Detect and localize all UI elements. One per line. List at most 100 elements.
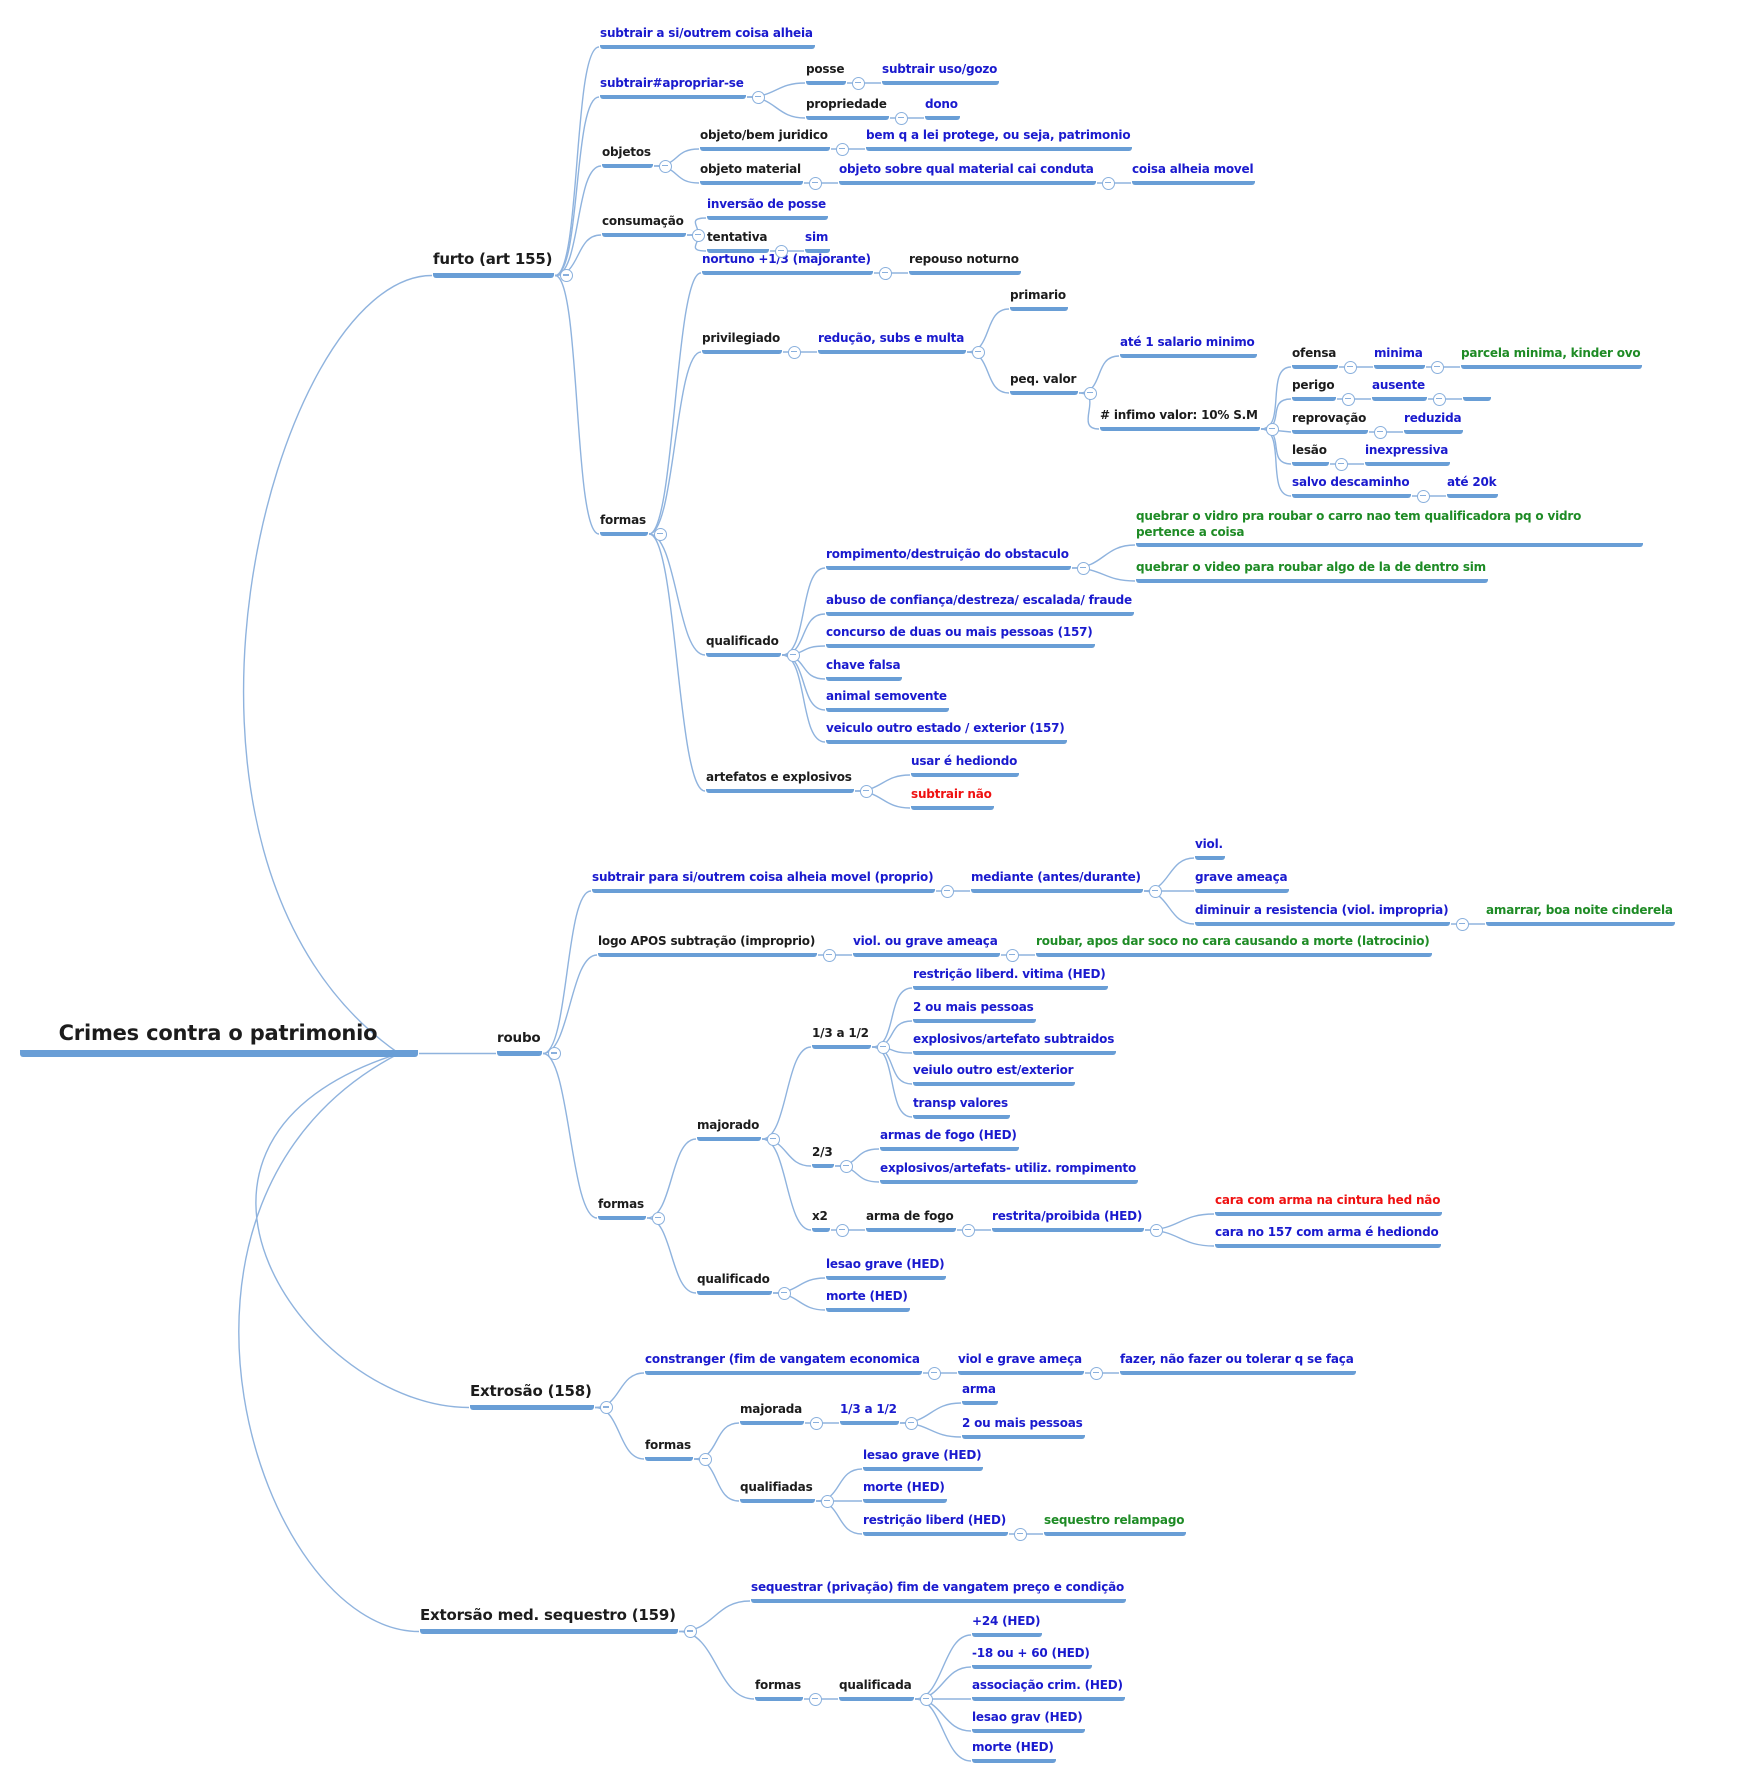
mindmap-node[interactable]: animal semovente [826,689,949,712]
mindmap-node[interactable]: sequestro relampago [1044,1513,1187,1536]
mindmap-node[interactable]: x2 [812,1209,830,1232]
mindmap-node[interactable]: morte (HED) [972,1740,1056,1763]
mindmap-node[interactable]: 1/3 a 1/2 [840,1402,899,1425]
collapse-icon[interactable] [809,176,822,190]
mindmap-node[interactable]: qualificada [839,1678,914,1701]
collapse-icon[interactable] [1006,948,1019,962]
mindmap-node[interactable]: roubo [497,1030,543,1056]
mindmap-node[interactable]: majorado [697,1118,762,1141]
mindmap-node[interactable]: objeto/bem juridico [700,128,830,151]
mindmap-node[interactable]: subtrair#apropriar-se [600,76,746,99]
mindmap-node[interactable]: viol. ou grave ameaça [853,934,1000,957]
mindmap-node[interactable]: diminuir a resistencia (viol. impropria) [1195,903,1451,926]
mindmap-node[interactable]: roubar, apos dar soco no cara causando a… [1036,934,1432,957]
mindmap-node[interactable]: explosivos/artefato subtraidos [913,1032,1117,1055]
mindmap-node[interactable]: morte (HED) [863,1480,947,1503]
collapse-icon[interactable] [1266,422,1279,436]
collapse-icon[interactable] [809,1692,822,1706]
mindmap-node[interactable]: até 20k [1447,475,1499,498]
collapse-icon[interactable] [600,1401,613,1414]
mindmap-node[interactable]: chave falsa [826,658,903,681]
mindmap-node[interactable]: cara no 157 com arma é hediondo [1215,1225,1441,1248]
mindmap-node[interactable]: restrição liberd (HED) [863,1513,1009,1536]
mindmap-node[interactable]: constranger (fim de vangatem economica [645,1352,922,1375]
collapse-icon[interactable] [852,76,865,90]
mindmap-node[interactable]: consumação [602,214,686,237]
mindmap-node[interactable]: transp valores [913,1096,1010,1119]
mindmap-node[interactable]: artefatos e explosivos [706,770,854,793]
mindmap-node[interactable]: peq. valor [1010,372,1079,395]
collapse-icon[interactable] [1456,917,1469,931]
mindmap-node[interactable]: qualificado [697,1272,772,1295]
collapse-icon[interactable] [775,244,788,258]
mindmap-node[interactable]: repouso noturno [909,252,1021,275]
mindmap-node[interactable]: ausente [1372,378,1427,401]
mindmap-node[interactable]: reprovação [1292,411,1369,434]
mindmap-node[interactable]: objeto sobre qual material cai conduta [839,162,1096,185]
mindmap-node[interactable]: mediante (antes/durante) [971,870,1143,893]
mindmap-node[interactable]: reduzida [1404,411,1464,434]
mindmap-node[interactable]: Extrosão (158) [470,1382,594,1410]
collapse-icon[interactable] [684,1625,697,1638]
collapse-icon[interactable] [810,1416,823,1430]
collapse-icon[interactable] [941,884,954,898]
mindmap-node[interactable]: coisa alheia movel [1132,162,1256,185]
mindmap-node[interactable]: subtrair não [911,787,994,810]
mindmap-node[interactable]: fazer, não fazer ou tolerar q se faça [1120,1352,1356,1375]
collapse-icon[interactable] [895,111,908,125]
collapse-icon[interactable] [1102,176,1115,190]
mindmap-node[interactable]: sim [805,230,831,253]
mindmap-node[interactable]: lesao grave (HED) [863,1448,984,1471]
collapse-icon[interactable] [905,1416,918,1430]
collapse-icon[interactable] [1090,1366,1103,1380]
collapse-icon[interactable] [879,266,892,280]
collapse-icon[interactable] [836,142,849,156]
collapse-icon[interactable] [1431,360,1444,374]
mindmap-node[interactable]: quebrar o vidro pra roubar o carro nao t… [1136,509,1643,548]
mindmap-node[interactable]: lesao grav (HED) [972,1710,1085,1733]
mindmap-node[interactable] [1463,378,1491,401]
mindmap-node[interactable]: primario [1010,288,1068,311]
collapse-icon[interactable] [1150,1223,1163,1237]
mindmap-node[interactable]: veiulo outro est/exterior [913,1063,1076,1086]
mindmap-node[interactable]: amarrar, boa noite cinderela [1486,903,1675,926]
mindmap-node[interactable]: # infimo valor: 10% S.M [1100,408,1260,431]
mindmap-node[interactable]: quebrar o video para roubar algo de la d… [1136,560,1488,583]
mindmap-node[interactable]: objetos [602,145,653,168]
mindmap-node[interactable]: associação crim. (HED) [972,1678,1125,1701]
mindmap-node[interactable]: lesao grave (HED) [826,1257,947,1280]
mindmap-node[interactable]: restrição liberd. vitima (HED) [913,967,1108,990]
collapse-icon[interactable] [1342,392,1355,406]
collapse-icon[interactable] [1077,561,1090,575]
mindmap-node[interactable]: 2 ou mais pessoas [913,1000,1036,1023]
mindmap-node[interactable]: explosivos/artefats- utiliz. rompimento [880,1161,1138,1184]
mindmap-node[interactable]: restrita/proibida (HED) [992,1209,1145,1232]
mindmap-node[interactable]: armas de fogo (HED) [880,1128,1019,1151]
mindmap-node[interactable]: Extorsão med. sequestro (159) [420,1606,678,1634]
mindmap-node[interactable]: inversão de posse [707,197,828,220]
mindmap-node[interactable]: perigo [1292,378,1337,401]
mindmap-node[interactable]: nortuno +1/3 (majorante) [702,252,873,275]
collapse-icon[interactable] [787,648,800,662]
mindmap-node[interactable]: subtrair uso/gozo [882,62,1000,85]
collapse-icon[interactable] [548,1047,561,1060]
collapse-icon[interactable] [928,1366,941,1380]
mindmap-node[interactable]: subtrair a si/outrem coisa alheia [600,26,815,49]
mindmap-node[interactable]: arma de fogo [866,1209,956,1232]
mindmap-node[interactable]: grave ameaça [1195,870,1290,893]
mindmap-node[interactable]: formas [645,1438,693,1461]
collapse-icon[interactable] [1417,489,1430,503]
collapse-icon[interactable] [920,1692,933,1706]
collapse-icon[interactable] [823,948,836,962]
collapse-icon[interactable] [767,1132,780,1146]
collapse-icon[interactable] [1014,1527,1027,1541]
mindmap-node[interactable]: ofensa [1292,346,1339,369]
collapse-icon[interactable] [821,1494,834,1508]
mindmap-node[interactable]: cara com arma na cintura hed não [1215,1193,1443,1216]
mindmap-node[interactable]: lesão [1292,443,1329,466]
mindmap-node[interactable]: dono [925,97,960,120]
mindmap-node[interactable]: veiculo outro estado / exterior (157) [826,721,1067,744]
mindmap-node[interactable]: inexpressiva [1365,443,1451,466]
collapse-icon[interactable] [962,1223,975,1237]
mindmap-node[interactable]: +24 (HED) [972,1614,1043,1637]
